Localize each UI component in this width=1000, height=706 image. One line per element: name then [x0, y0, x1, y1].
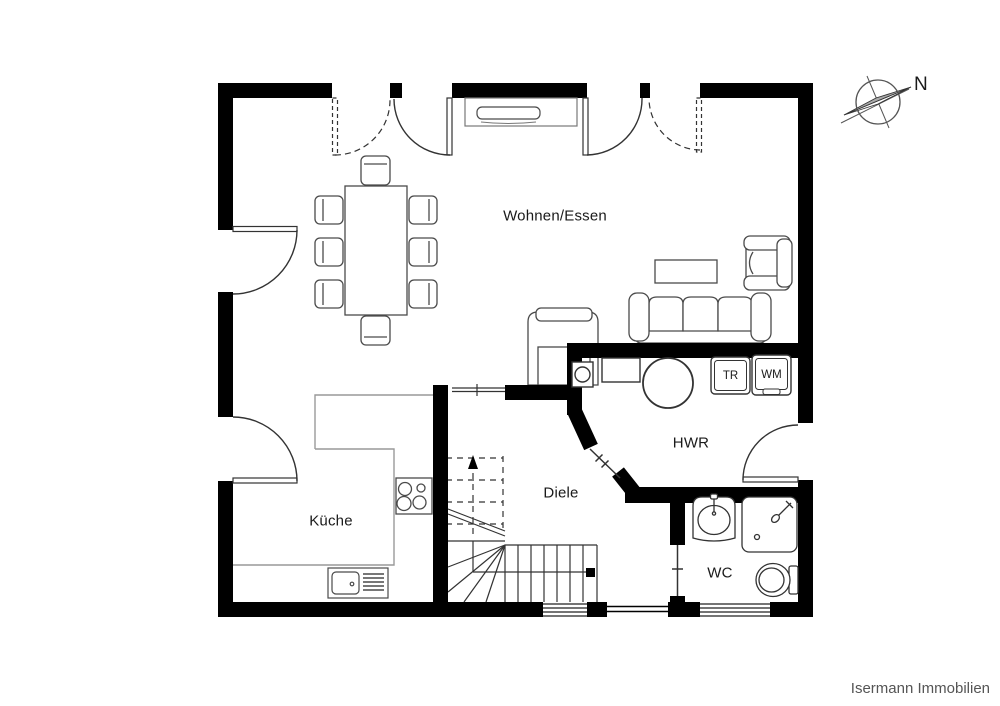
stairs-upper-flight-dashed — [446, 456, 504, 534]
window-diele — [543, 602, 587, 617]
room-label-wohnen-essen: Wohnen/Essen — [503, 207, 607, 225]
wc-sink — [692, 493, 736, 542]
compass-needle-upper — [843, 86, 912, 116]
room-label-diele: Diele — [543, 484, 579, 502]
side-door-living — [232, 225, 298, 295]
compass-icon — [840, 75, 912, 129]
windows — [543, 602, 770, 617]
room-label-kueche: Küche — [309, 512, 353, 530]
dining-chair — [360, 315, 391, 346]
stove — [395, 477, 433, 515]
room-label-wc: WC — [707, 564, 733, 582]
sofa — [628, 292, 772, 344]
washer-box — [751, 354, 792, 396]
window-low-sill — [607, 605, 668, 613]
terrace-door-right — [582, 97, 703, 156]
kitchen-counter — [233, 394, 433, 566]
kitchen-sink — [327, 567, 389, 599]
toilet — [755, 562, 799, 598]
side-door-kitchen — [232, 416, 298, 484]
dining-chair — [360, 155, 391, 186]
dining-chair — [314, 195, 344, 225]
drainer-lines — [363, 573, 384, 591]
watermark-text: Isermann Immobilien — [850, 680, 990, 697]
dining-chair — [314, 237, 344, 267]
stairs-up-arrow — [468, 455, 478, 469]
dining-set — [314, 155, 438, 346]
compass-north-label: N — [914, 74, 928, 95]
armchair — [743, 235, 793, 291]
terrace-door-left — [331, 97, 453, 156]
boiler-tank — [642, 357, 694, 409]
dining-chair — [314, 279, 344, 309]
appliance-label-dryer: TR — [722, 369, 739, 382]
wc-fixtures — [692, 493, 799, 598]
floor-drain — [571, 361, 594, 388]
hwr-fixtures — [571, 354, 792, 409]
hwr-cabinet — [601, 357, 641, 383]
doors — [232, 97, 799, 596]
dryer-box — [710, 356, 751, 395]
room-label-hwr: HWR — [672, 434, 710, 452]
shower — [741, 496, 798, 553]
coffee-table — [654, 259, 718, 284]
appliance-label-washer: WM — [761, 369, 782, 381]
dining-chair — [408, 237, 438, 267]
dining-chair — [408, 195, 438, 225]
newel-post — [586, 568, 595, 577]
window-wc — [700, 602, 770, 617]
sideboard — [464, 97, 578, 127]
hwr-diagonal-door — [589, 448, 621, 479]
diele-passage — [452, 384, 505, 396]
hwr-exterior-door — [742, 424, 799, 483]
wc-door — [672, 545, 683, 596]
dining-chair — [408, 279, 438, 309]
dining-table — [344, 185, 408, 316]
staircase — [446, 455, 598, 603]
diagonal-walls — [567, 406, 643, 501]
